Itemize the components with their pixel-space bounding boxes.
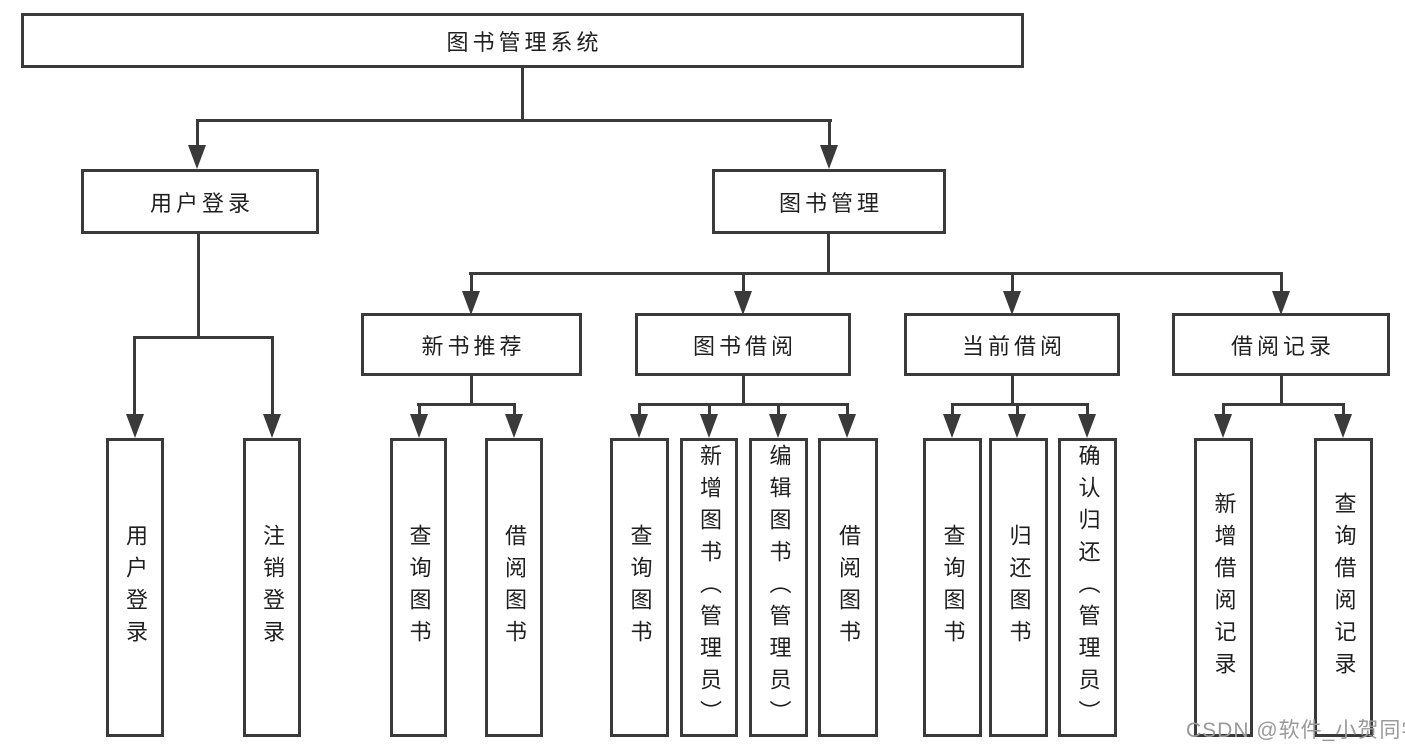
arrow-shaft (777, 403, 780, 416)
connector-book-borrowing-stem (742, 374, 745, 405)
leaf-recommend-query-book-label: 查询图书 (406, 523, 432, 652)
connector-borrowing-records-branch (1222, 403, 1344, 406)
arrow-head (505, 414, 523, 438)
node-borrowing-records: 借阅记录 (1172, 313, 1390, 376)
leaf-logout: 注销登录 (243, 438, 301, 737)
node-root-label: 图书管理系统 (446, 29, 603, 55)
arrow-head (188, 145, 206, 169)
connector-current-borrowing-stem (1011, 374, 1014, 405)
leaf-records-query-record-label: 查询借阅记录 (1331, 491, 1357, 684)
arrow-head (630, 414, 648, 438)
leaf-recommend-borrow-book: 借阅图书 (485, 438, 543, 737)
leaf-borrowing-borrow-book-label: 借阅图书 (836, 523, 861, 652)
connector-user-login-stem (197, 232, 200, 336)
connector-user-login-branch (133, 336, 274, 339)
arrow-shaft (846, 403, 849, 416)
leaf-user-login-label: 用户登录 (123, 523, 148, 652)
leaf-borrowing-borrow-book: 借阅图书 (818, 438, 878, 737)
leaf-records-query-record: 查询借阅记录 (1314, 438, 1373, 737)
node-user-login-label: 用户登录 (149, 190, 254, 216)
csdn-watermark: CSDN @软件_小贺同学 (1186, 719, 1405, 742)
arrow-head (1272, 291, 1290, 315)
leaf-recommend-query-book: 查询图书 (390, 438, 447, 737)
node-book-management: 图书管理 (712, 169, 946, 234)
connector-new-book-stem (470, 374, 473, 405)
leaf-borrowing-query-book: 查询图书 (610, 438, 669, 737)
arrow-head (769, 414, 787, 438)
leaf-user-login: 用户登录 (106, 438, 164, 737)
leaf-current-query-book-label: 查询图书 (940, 523, 966, 652)
node-borrowing-records-label: 借阅记录 (1230, 333, 1335, 359)
arrow-head (1003, 291, 1021, 315)
connector-book-borrowing-branch (638, 403, 849, 406)
connector-current-borrowing-branch (951, 403, 1088, 406)
arrow-shaft (638, 403, 641, 416)
node-current-borrowing-label: 当前借阅 (961, 333, 1066, 359)
arrow-shaft (742, 272, 745, 293)
arrow-head (820, 145, 838, 169)
arrow-shaft (951, 403, 954, 416)
node-book-management-label: 图书管理 (778, 190, 883, 216)
node-new-book-recommendation-label: 新书推荐 (421, 333, 526, 359)
arrow-head (1008, 414, 1026, 438)
leaf-borrowing-add-book-admin-label: 新增图书（管理员） (697, 443, 722, 732)
leaf-recommend-borrow-book-label: 借阅图书 (502, 523, 527, 652)
arrow-shaft (1222, 403, 1225, 416)
node-new-book-recommendation: 新书推荐 (361, 313, 582, 376)
arrow-head (1214, 414, 1232, 438)
node-current-borrowing: 当前借阅 (904, 313, 1120, 376)
arrow-shaft (513, 403, 516, 416)
leaf-current-return-book: 归还图书 (989, 438, 1048, 737)
node-book-borrowing-label: 图书借阅 (692, 333, 797, 359)
leaf-borrowing-edit-book-admin-label: 编辑图书（管理员） (766, 443, 792, 732)
arrow-shaft (1086, 403, 1089, 416)
leaf-current-confirm-return-admin-label: 确认归还（管理员） (1075, 443, 1101, 732)
node-user-login: 用户登录 (81, 169, 319, 234)
arrow-shaft (271, 336, 274, 416)
leaf-records-add-record: 新增借阅记录 (1194, 438, 1253, 737)
leaf-records-add-record-label: 新增借阅记录 (1211, 491, 1237, 684)
arrow-shaft (470, 272, 473, 293)
arrow-head (126, 414, 144, 438)
arrow-shaft (133, 336, 136, 416)
arrow-shaft (196, 119, 199, 148)
leaf-current-query-book: 查询图书 (923, 438, 982, 737)
arrow-shaft (418, 403, 421, 416)
node-root: 图书管理系统 (21, 13, 1024, 68)
arrow-shaft (708, 403, 711, 416)
arrow-head (943, 414, 961, 438)
arrow-head (462, 291, 480, 315)
connector-new-book-branch (417, 403, 516, 406)
leaf-logout-label: 注销登录 (260, 523, 285, 652)
arrow-shaft (1280, 272, 1283, 293)
arrow-head (734, 291, 752, 315)
arrow-head (700, 414, 718, 438)
leaf-borrowing-query-book-label: 查询图书 (627, 523, 653, 652)
leaf-borrowing-add-book-admin: 新增图书（管理员） (680, 438, 738, 737)
node-book-borrowing: 图书借阅 (635, 313, 851, 376)
arrow-head (838, 414, 856, 438)
connector-book-management-branch (469, 272, 1282, 275)
arrow-shaft (828, 119, 831, 148)
arrow-head (263, 414, 281, 438)
connector-borrowing-records-stem (1280, 374, 1283, 405)
connector-root-branch (196, 119, 832, 122)
arrow-head (1078, 414, 1096, 438)
leaf-current-return-book-label: 归还图书 (1006, 523, 1032, 652)
arrow-shaft (1016, 403, 1019, 416)
leaf-borrowing-edit-book-admin: 编辑图书（管理员） (749, 438, 808, 737)
arrow-head (410, 414, 428, 438)
arrow-head (1334, 414, 1352, 438)
connector-book-management-stem (827, 232, 830, 274)
arrow-shaft (1342, 403, 1345, 416)
connector-root-stem (521, 66, 524, 119)
leaf-current-confirm-return-admin: 确认归还（管理员） (1058, 438, 1117, 737)
arrow-shaft (1011, 272, 1014, 293)
